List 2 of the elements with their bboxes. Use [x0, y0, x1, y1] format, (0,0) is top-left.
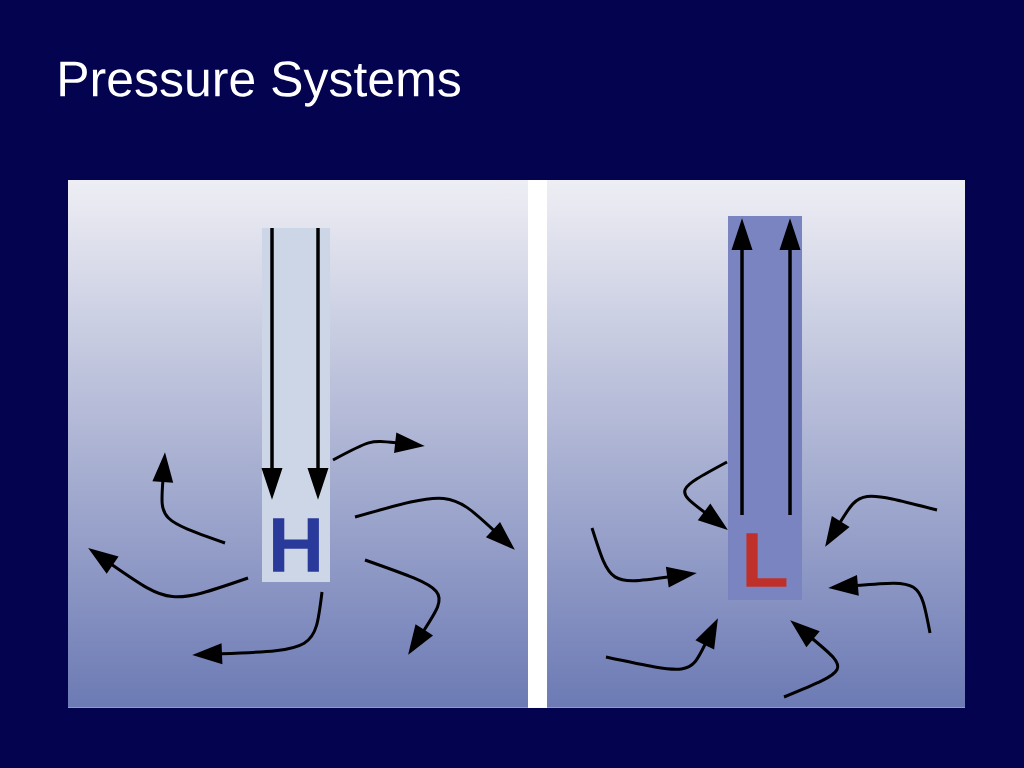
title: Pressure Systems	[60, 61, 460, 107]
air-column: L	[728, 216, 802, 600]
